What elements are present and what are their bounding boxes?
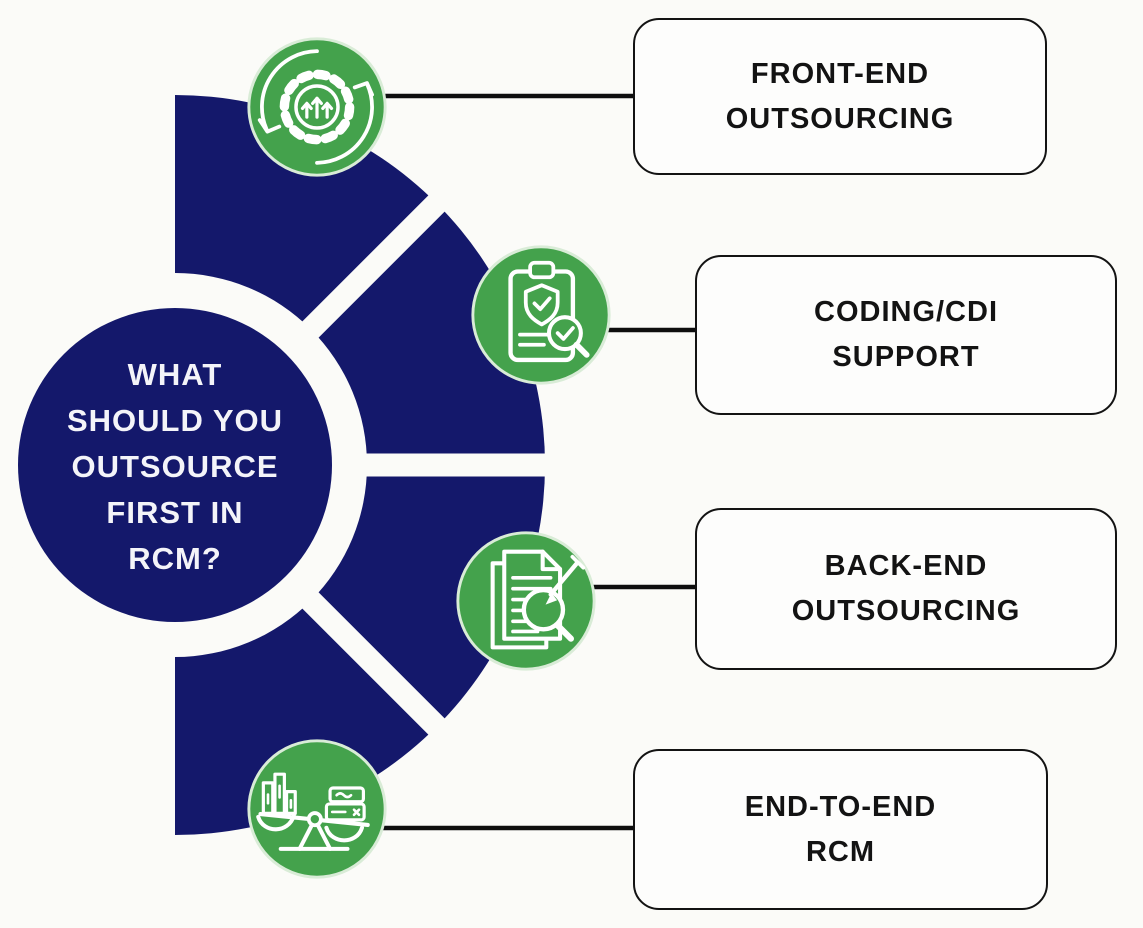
process-improvement-cycle-icon: [247, 37, 387, 177]
center-title-line: WHAT: [127, 357, 223, 392]
coding-cdi-support-box: CODING/CDI SUPPORT: [695, 255, 1117, 415]
center-title-line: OUTSOURCE: [71, 449, 279, 484]
box-label-line: BACK-END: [824, 550, 988, 582]
icon-circle: [471, 245, 611, 385]
box-label-line: CODING/CDI: [814, 296, 998, 328]
box-label-line: OUTSOURCING: [725, 102, 955, 135]
center-title-line: RCM?: [128, 541, 222, 576]
box-label-line: RCM: [805, 835, 876, 868]
box-label-line: OUTSOURCING: [791, 595, 1021, 627]
box-label-line: FRONT-END: [750, 57, 930, 90]
back-end-outsourcing-box: BACK-END OUTSOURCING: [695, 508, 1117, 670]
box-label-line: END-TO-END: [744, 790, 937, 823]
center-title-line: FIRST IN: [106, 495, 244, 530]
end-to-end-rcm-box: END-TO-END RCM: [633, 749, 1048, 910]
document-review-magnifier-icon: [456, 531, 596, 671]
center-title-line: SHOULD YOU: [66, 403, 284, 438]
cost-balance-scale-icon: [247, 739, 387, 879]
center-circle: [18, 308, 332, 622]
center-title: WHAT SHOULD YOU OUTSOURCE FIRST IN RCM?: [18, 352, 332, 582]
clipboard-shield-audit-icon: [471, 245, 611, 385]
box-label-line: SUPPORT: [832, 341, 980, 373]
front-end-outsourcing-box: FRONT-END OUTSOURCING: [633, 18, 1047, 175]
